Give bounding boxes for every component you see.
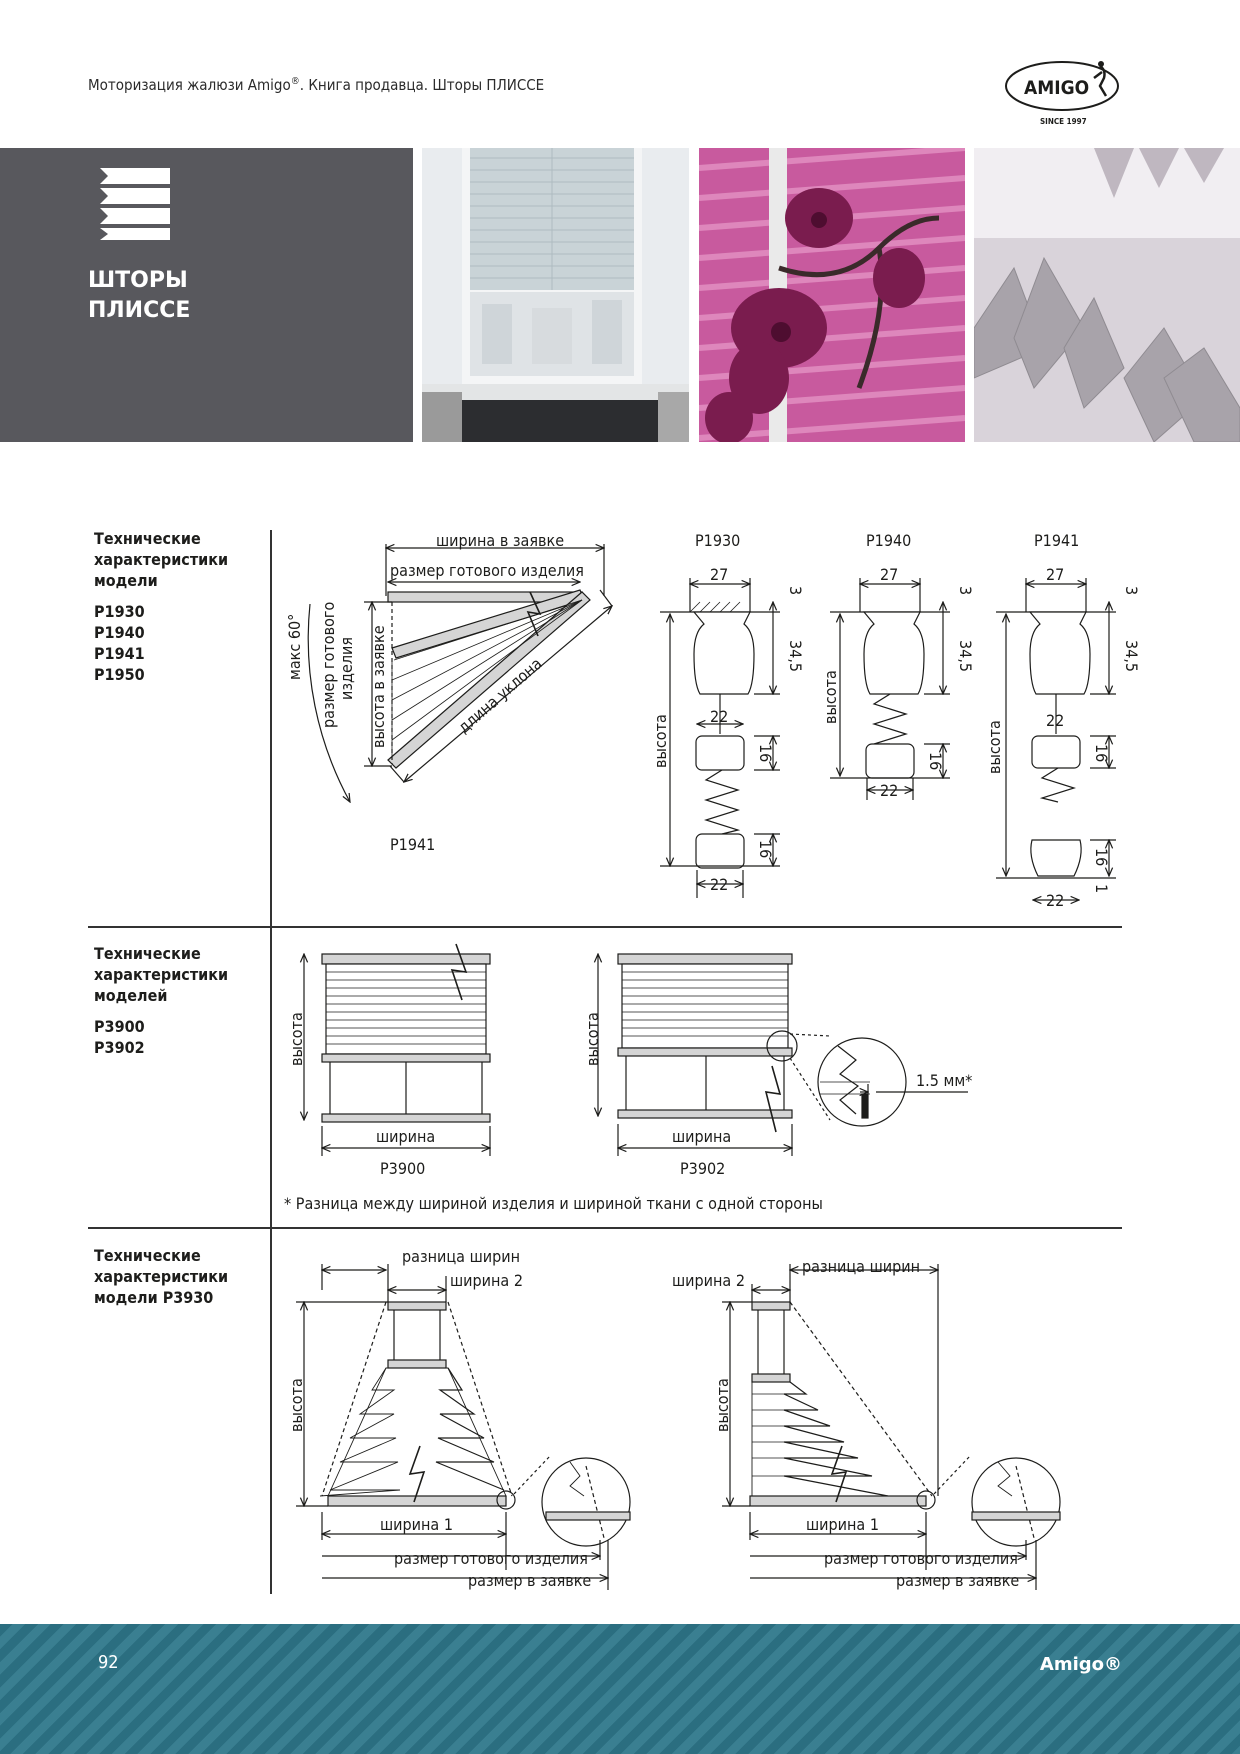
- technical-drawings: ширина в заявке размер готового изделия …: [285, 531, 1141, 1590]
- dim-3-c: 3: [1122, 586, 1141, 595]
- profile-name-p1930: P1930: [695, 531, 740, 550]
- label-width2-right: ширина 2: [672, 1271, 745, 1290]
- diagram-p3900: [304, 943, 490, 1156]
- profile-p1930: [660, 578, 780, 898]
- amigo-logo: AMIGO SINCE 1997: [1005, 61, 1119, 126]
- label-width-diff-left: разница ширин: [402, 1247, 520, 1266]
- banner: ШТОРЫ ПЛИССЕ: [0, 148, 1240, 442]
- label-height-order: высота в заявке: [369, 625, 388, 748]
- profile-name-p1941: P1941: [1034, 531, 1079, 550]
- dim-22-a: 22: [710, 707, 728, 726]
- label-finished-size: размер готового изделия: [390, 561, 584, 580]
- label-finished-size-v2: изделия: [337, 637, 356, 700]
- label-model-p1941: P1941: [390, 835, 435, 854]
- dim-22-c: 22: [880, 781, 898, 800]
- footer: 92 Amigo®: [0, 1624, 1240, 1754]
- diagram-p1941-tilted: [307, 544, 612, 802]
- label-width-diff-right: разница ширин: [802, 1257, 920, 1276]
- label-height-p1941: высота: [985, 720, 1004, 774]
- dim-22-e: 22: [1046, 891, 1064, 910]
- label-order-size-left: размер в заявке: [468, 1571, 591, 1590]
- section3-label: Технические характеристики модели P3930: [94, 1246, 229, 1307]
- label-finished-size-v1: размер готового: [319, 602, 338, 728]
- dim-27-b: 27: [880, 565, 898, 584]
- dim-3-a: 3: [786, 586, 805, 595]
- label-width-order: ширина в заявке: [436, 531, 564, 550]
- label-height-p3900: высота: [287, 1012, 306, 1066]
- diagram-p3930-right: [722, 1264, 1061, 1590]
- label-model-p3902: P3902: [680, 1159, 725, 1178]
- footnote: * Разница между шириной изделия и ширино…: [284, 1194, 823, 1213]
- logo-since: SINCE 1997: [1040, 117, 1087, 126]
- header-title: Моторизация жалюзи Amigo®. Книга продавц…: [88, 76, 545, 94]
- section2-label: Технические характеристики моделей P3900…: [94, 944, 229, 1057]
- label-height-p3902: высота: [583, 1012, 602, 1066]
- banner-title: ШТОРЫ ПЛИССЕ: [88, 268, 191, 323]
- profile-p1941: [996, 578, 1116, 900]
- dim-27-a: 27: [710, 565, 728, 584]
- label-height-p1940: высота: [821, 670, 840, 724]
- dim-16-a: 16: [756, 744, 775, 762]
- dim-22-d: 22: [1046, 711, 1064, 730]
- section-divider-vertical: [270, 530, 272, 1594]
- dim-22-b: 22: [710, 875, 728, 894]
- label-width1-left: ширина 1: [380, 1515, 453, 1534]
- label-order-size-right: размер в заявке: [896, 1571, 1019, 1590]
- label-max-angle: макс 60°: [285, 614, 304, 680]
- label-height-left: высота: [287, 1378, 306, 1432]
- label-width1-right: ширина 1: [806, 1515, 879, 1534]
- diagram-p3930-left: [296, 1264, 631, 1590]
- label-height-p1930: высота: [651, 714, 670, 768]
- photo-orchid: [699, 148, 965, 442]
- profile-name-p1940: P1940: [866, 531, 911, 550]
- dim-34-5-c: 34,5: [1122, 640, 1141, 672]
- label-height-right: высота: [713, 1378, 732, 1432]
- dim-16-c: 16: [926, 752, 945, 770]
- dim-34-5-b: 34,5: [956, 640, 975, 672]
- banner-title-panel: ШТОРЫ ПЛИССЕ: [0, 148, 413, 442]
- dim-3-b: 3: [956, 586, 975, 595]
- section-divider-1: [88, 926, 1122, 928]
- label-gap: 1.5 мм*: [916, 1071, 972, 1090]
- logo-text: AMIGO: [1024, 77, 1089, 99]
- photo-window-blind: [422, 148, 689, 442]
- label-width2-left: ширина 2: [450, 1271, 523, 1290]
- dim-16-b: 16: [756, 840, 775, 858]
- footer-brand: Amigo®: [1039, 1654, 1122, 1675]
- label-finished-size-left: размер готового изделия: [394, 1549, 588, 1568]
- section-divider-2: [88, 1227, 1122, 1229]
- label-width-p3900: ширина: [376, 1127, 435, 1146]
- photo-fabric-closeup: [974, 148, 1240, 442]
- dim-1: 1: [1092, 884, 1111, 893]
- profile-p1940: [830, 578, 950, 800]
- dim-27-c: 27: [1046, 565, 1064, 584]
- page-number: 92: [98, 1652, 119, 1673]
- dim-16-e: 16: [1092, 848, 1111, 866]
- dim-34-5-a: 34,5: [786, 640, 805, 672]
- section1-label: Технические характеристики модели P1930 …: [94, 529, 229, 684]
- label-finished-size-right: размер готового изделия: [824, 1549, 1018, 1568]
- label-width-p3902: ширина: [672, 1127, 731, 1146]
- pleated-blind-icon: [100, 168, 170, 240]
- label-model-p3900: P3900: [380, 1159, 425, 1178]
- diagram-p3902: [598, 954, 968, 1156]
- dim-16-d: 16: [1092, 744, 1111, 762]
